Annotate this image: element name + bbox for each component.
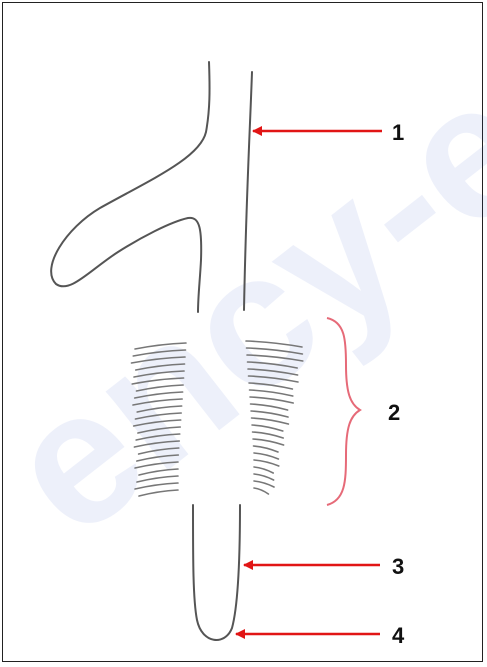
label-2: 2 xyxy=(388,400,400,425)
root-hair-right xyxy=(254,460,279,466)
root-hair-right xyxy=(254,481,274,487)
root-hair-right xyxy=(254,453,278,459)
label-4: 4 xyxy=(392,623,405,648)
root-hair-right xyxy=(254,474,274,480)
label-1: 1 xyxy=(392,120,404,145)
root-tip-outline xyxy=(193,505,240,640)
label-3: 3 xyxy=(392,554,404,579)
root-hair-right xyxy=(254,488,268,494)
root-hair-right xyxy=(254,467,273,473)
